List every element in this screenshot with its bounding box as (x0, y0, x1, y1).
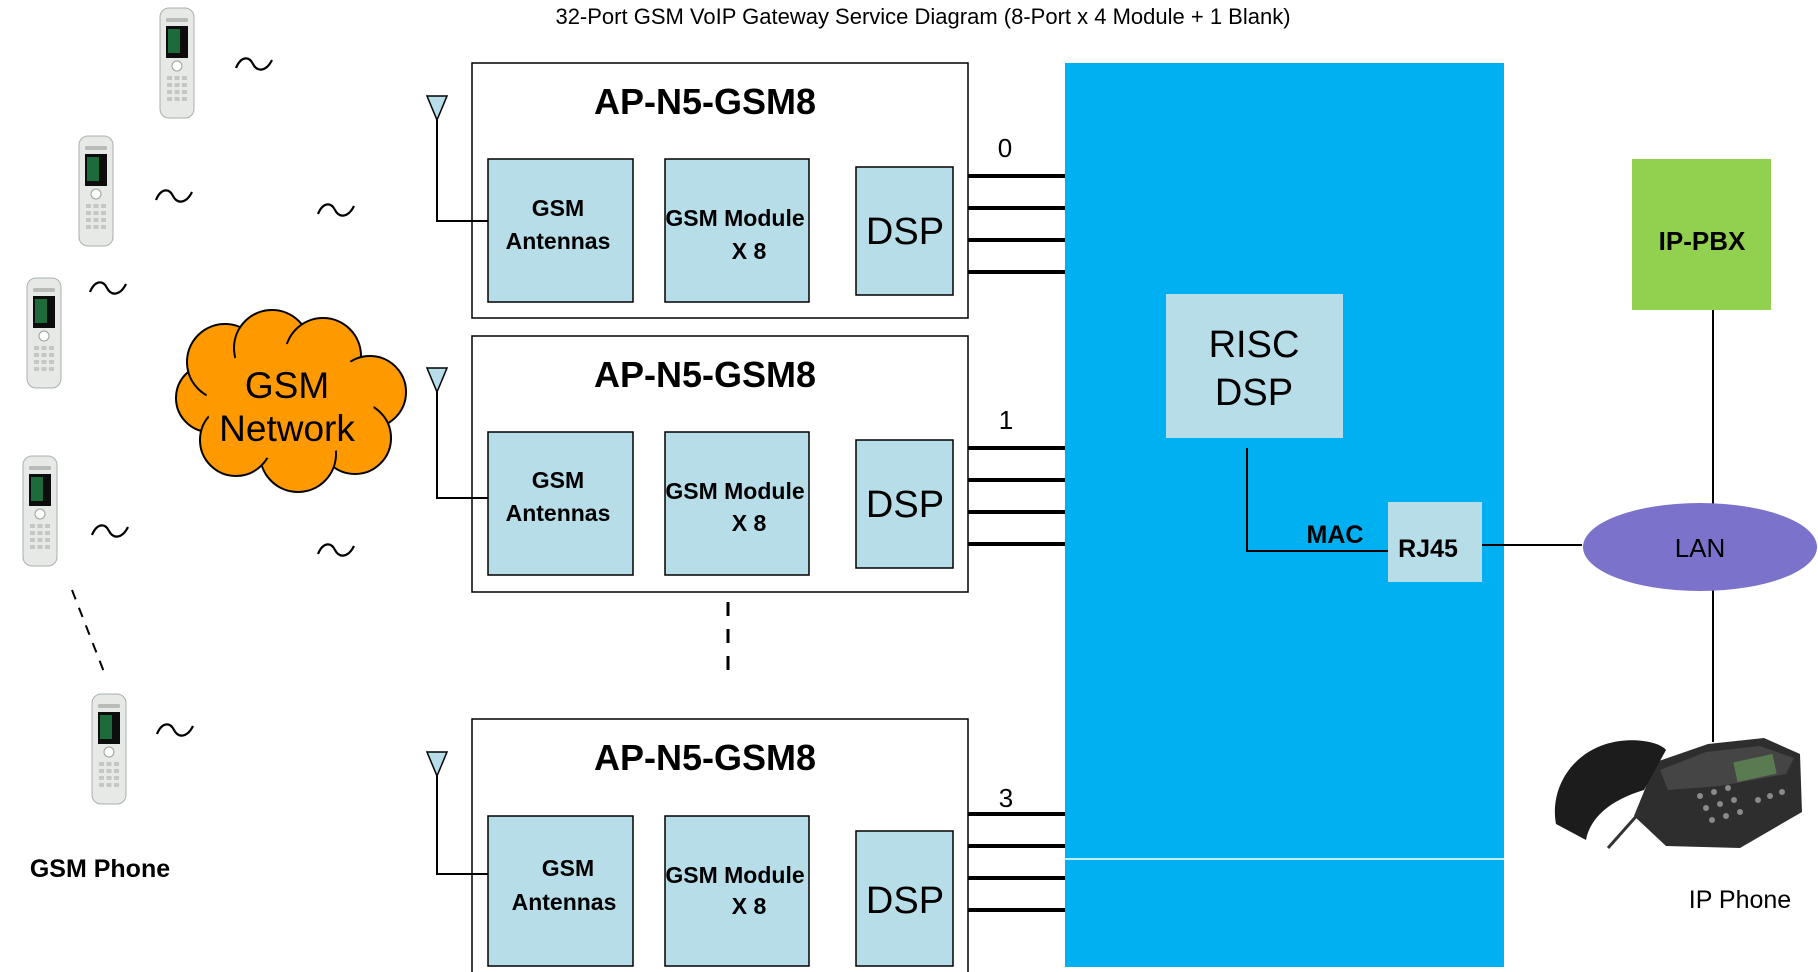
gsm-network-cloud: GSM Network (175, 309, 407, 493)
risc-dsp-block (1166, 294, 1343, 438)
gsm-network-label-line1: GSM (245, 365, 329, 406)
dsp-block (855, 166, 954, 296)
radio-wave-icon (154, 189, 194, 203)
gsm-antennas-label: Antennas (506, 228, 611, 254)
gsm-module-label: GSM Module (665, 205, 804, 231)
radio-wave-icon (155, 723, 195, 737)
radio-wave-icon (316, 543, 356, 557)
gsm-antennas-label: GSM (532, 467, 584, 493)
diagram-title: 32-Port GSM VoIP Gateway Service Diagram… (555, 4, 1290, 29)
radio-wave-icon (234, 57, 274, 71)
port-lines (968, 174, 1065, 274)
mac-connection-line (1246, 448, 1388, 552)
gsm-antennas-label: GSM (532, 195, 584, 221)
gsm-antennas-label: GSM (542, 855, 594, 881)
gsm-phone-icon (159, 7, 195, 119)
risc-dsp-label-line1: RISC (1209, 324, 1300, 366)
radio-wave-icon (88, 281, 128, 295)
antenna-feed-line (436, 408, 488, 499)
module-name: AP-N5-GSM8 (594, 81, 816, 122)
dsp-block (855, 439, 954, 569)
gsm-antennas-label: Antennas (512, 889, 617, 915)
gsm-antennas-label: Antennas (506, 500, 611, 526)
gsm-phone-icon (78, 135, 114, 247)
gsm-module-block (664, 431, 810, 576)
risc-dsp-label-line2: DSP (1215, 372, 1293, 414)
gsm-module-card: AP-N5-GSM8 GSM Antennas GSM Module X 8 D… (426, 718, 1065, 972)
port-number: 3 (999, 783, 1013, 813)
radio-wave-icon (316, 203, 356, 217)
gsm-antennas-block (487, 815, 634, 967)
ip-pbx-box (1632, 159, 1771, 310)
port-lines (968, 446, 1065, 546)
dsp-label: DSP (866, 484, 944, 526)
mac-label: MAC (1307, 521, 1364, 549)
gsm-module-card: AP-N5-GSM8 GSM Antennas GSM Module X 8 D… (426, 335, 1065, 593)
gsm-module-label: GSM Module (665, 862, 804, 888)
gsm-module-label: GSM Module (665, 478, 804, 504)
rj45-label: RJ45 (1398, 535, 1458, 563)
module-name: AP-N5-GSM8 (594, 354, 816, 395)
dsp-label: DSP (866, 211, 944, 253)
ip-phone-label: IP Phone (1689, 886, 1791, 914)
gsm-module-label: X 8 (732, 238, 767, 264)
lan-label: LAN (1675, 533, 1726, 563)
antenna-icon (426, 751, 448, 793)
gsm-phone-icons (22, 7, 195, 805)
gsm-phone-icon (26, 277, 62, 389)
dsp-block (855, 830, 954, 967)
ip-phone-icon (1554, 738, 1802, 849)
dsp-label: DSP (866, 880, 944, 922)
phone-continuation-dashes (71, 589, 105, 673)
gsm-phone-icon (91, 693, 127, 805)
antenna-icon (426, 95, 448, 137)
rj45-port (1388, 502, 1482, 582)
gsm-phone-icon (22, 455, 58, 567)
radio-wave-icon (90, 524, 130, 538)
ip-pbx-label: IP-PBX (1659, 226, 1746, 256)
gsm-module-label: X 8 (732, 893, 767, 919)
gsm-network-label-line2: Network (219, 408, 355, 449)
gsm-module-card: AP-N5-GSM8 GSM Antennas GSM Module X 8 D… (426, 62, 1065, 319)
gsm-phone-label: GSM Phone (30, 855, 170, 883)
gsm-antennas-block (487, 158, 634, 303)
antenna-feed-line (436, 792, 488, 875)
module-name: AP-N5-GSM8 (594, 737, 816, 778)
antenna-feed-line (436, 136, 488, 222)
gsm-module-block (664, 815, 810, 967)
gsm-antennas-block (487, 431, 634, 576)
port-number: 0 (998, 133, 1012, 163)
lan-ellipse (1583, 503, 1817, 591)
antenna-icon (426, 367, 448, 409)
gsm-module-block (664, 158, 810, 303)
port-lines (968, 812, 1065, 912)
gsm-module-label: X 8 (732, 510, 767, 536)
port-number: 1 (999, 405, 1013, 435)
